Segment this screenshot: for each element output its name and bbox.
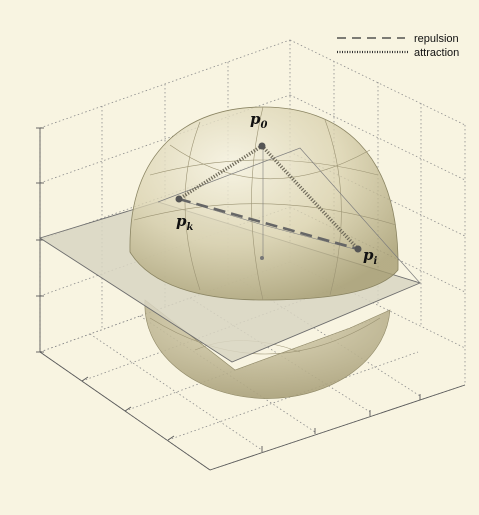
point-pi <box>354 245 362 253</box>
label-p0: p0 <box>250 110 268 131</box>
attraction-lines <box>178 144 360 251</box>
label-pi: pi <box>363 246 378 267</box>
axes-frame <box>36 127 466 471</box>
legend-attraction-label: attraction <box>414 47 459 59</box>
repulsion-line <box>178 197 359 251</box>
label-pk: pk <box>176 212 194 233</box>
legend: repulsion attraction <box>337 33 459 59</box>
sphere-center-point <box>260 256 264 260</box>
point-p0 <box>258 142 266 150</box>
point-pk <box>175 195 183 203</box>
legend-repulsion-label: repulsion <box>414 33 459 45</box>
